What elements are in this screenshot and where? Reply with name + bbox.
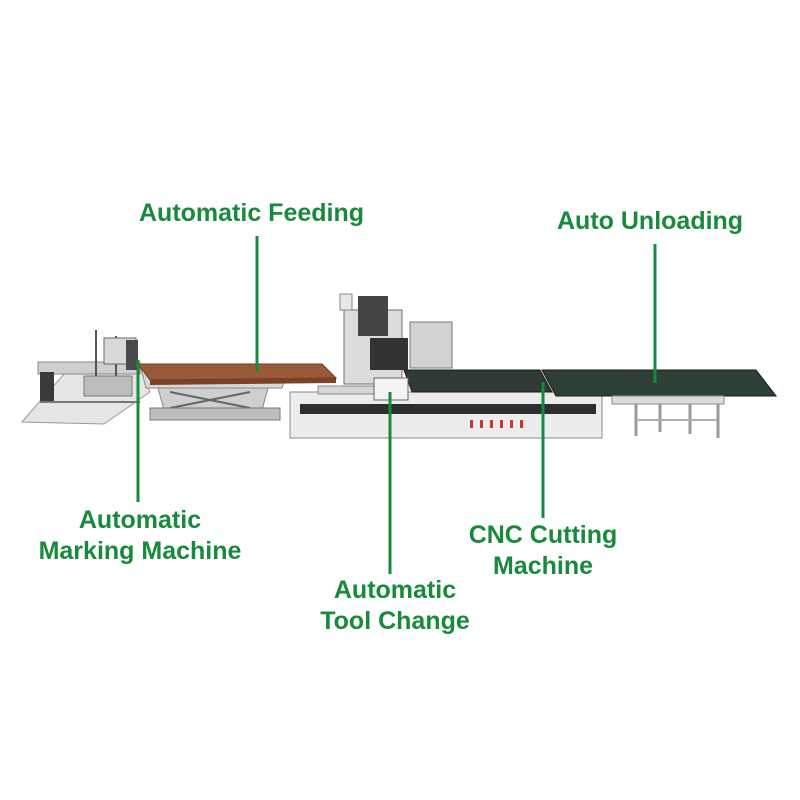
unloading-table	[541, 369, 778, 438]
wood-board	[137, 363, 338, 385]
label-tool-line2: Tool Change	[320, 607, 470, 635]
label-cnc-line2: Machine	[492, 552, 594, 580]
label-cnc-cutting-machine: CNC Cutting Machine	[458, 520, 628, 582]
label-automatic-feeding: Automatic Feeding	[139, 198, 364, 229]
label-automatic-marking-machine: Automatic Marking Machine	[33, 505, 247, 567]
label-marking-line1: Automatic	[78, 506, 202, 534]
label-marking-line2: Marking Machine	[38, 537, 242, 565]
marking-machine-left-frame	[20, 330, 151, 425]
label-auto-unloading-text: Auto Unloading	[557, 207, 744, 235]
label-auto-unloading: Auto Unloading	[557, 206, 743, 237]
label-tool-line1: Automatic	[333, 576, 457, 604]
label-automatic-tool-change: Automatic Tool Change	[312, 575, 478, 637]
label-automatic-feeding-text: Automatic Feeding	[139, 199, 365, 227]
cnc-cutting-machine	[289, 293, 603, 439]
label-cnc-line1: CNC Cutting	[468, 521, 618, 549]
callout-lines	[136, 236, 657, 574]
